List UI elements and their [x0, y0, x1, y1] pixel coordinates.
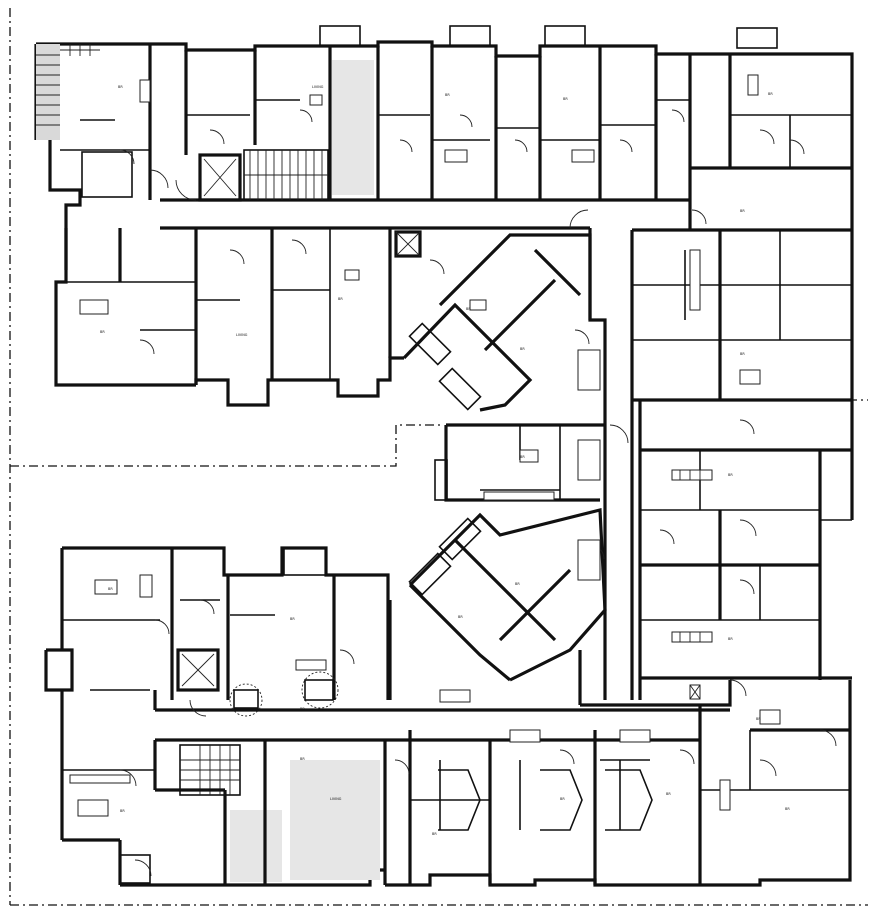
door-swings: [119, 109, 837, 877]
room-label: BR: [756, 717, 761, 721]
room-label: BR: [520, 347, 525, 351]
room-label: BR: [300, 757, 305, 761]
room-label: BR: [466, 307, 471, 311]
room-label: BR: [740, 209, 745, 213]
middle-connector: [434, 400, 854, 700]
room-label: BR: [666, 792, 671, 796]
room-label: BR: [728, 637, 733, 641]
room-label: LIVING: [312, 85, 324, 89]
south-elevator-core: [176, 648, 339, 796]
room-label: BR: [520, 455, 525, 459]
room-label: BR: [740, 352, 745, 356]
room-label: BR: [120, 809, 125, 813]
room-label: BR: [728, 473, 733, 477]
room-label: LIVING: [236, 333, 248, 337]
nw-stair: [36, 44, 100, 126]
room-label: BR: [290, 617, 295, 621]
room-label: BR: [445, 93, 450, 97]
room-label: BR: [118, 85, 123, 89]
room-label: BR: [560, 797, 565, 801]
room-label: BR: [563, 97, 568, 101]
south-wing: [44, 507, 852, 887]
room-label: BR: [768, 92, 773, 96]
room-label: BR: [515, 582, 520, 586]
room-label: BR: [458, 615, 463, 619]
room-label: LIVING: [330, 797, 342, 801]
room-label: BR: [108, 587, 113, 591]
fixtures: [69, 74, 781, 817]
north-wing: [34, 25, 854, 450]
north-elevator-core: [198, 60, 374, 202]
room-label: BR: [338, 297, 343, 301]
room-label: BR: [785, 807, 790, 811]
room-label: BR: [432, 832, 437, 836]
room-label: BR: [100, 330, 105, 334]
room-labels: BR LIVING BR BR BR BR LIVING BR BR BR BR…: [100, 85, 790, 836]
room-label: BR: [300, 707, 305, 711]
